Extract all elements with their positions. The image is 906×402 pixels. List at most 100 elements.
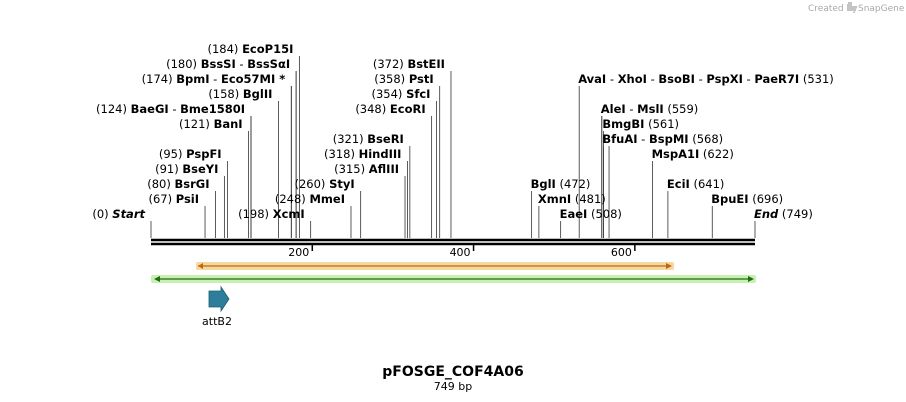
site-label-part: BsrGI — [175, 177, 210, 191]
site-label-part: BseYI — [182, 162, 218, 176]
site-label-xcmi[interactable]: (198) XcmI — [238, 207, 305, 221]
site-label-mspa1i[interactable]: MspA1I (622) — [652, 147, 734, 161]
site-label-psii[interactable]: (67) PsiI — [148, 192, 199, 206]
snapgene-branding: Created by SnapGene — [808, 2, 905, 14]
site-label-part: BseRI — [367, 132, 404, 146]
site-label-part: BpuEI — [711, 192, 748, 206]
site-label-part: MslI — [637, 102, 664, 116]
site-label-part: BglI — [531, 177, 556, 191]
plasmid-length: 749 bp — [434, 380, 472, 393]
site-label-bgli[interactable]: BglI (472) — [531, 177, 591, 191]
snapgene-logo-icon — [848, 2, 856, 11]
site-label-part: (95) — [159, 147, 186, 161]
site-label-part: - — [236, 57, 247, 71]
site-label-xmni[interactable]: XmnI (481) — [538, 192, 606, 206]
site-label-styi[interactable]: (260) StyI — [295, 177, 355, 191]
site-label-part: EcoP15I — [242, 42, 293, 56]
green-feature-bar — [151, 275, 756, 283]
ruler-tick-label: 200 — [288, 246, 309, 259]
site-label-part: (321) — [333, 132, 368, 146]
site-label-part: - — [210, 72, 221, 86]
site-label-ecop15i[interactable]: (184) EcoP15I — [207, 42, 293, 56]
site-label-part: MspA1I — [652, 147, 700, 161]
site-label-part: AleI — [601, 102, 626, 116]
site-label-part: BspMI — [649, 132, 689, 146]
site-label-bmgbi[interactable]: BmgBI (561) — [602, 117, 679, 131]
site-label-bpuei[interactable]: BpuEI (696) — [711, 192, 783, 206]
sequence-backbone — [151, 238, 755, 246]
site-label-pspfi[interactable]: (95) PspFI — [159, 147, 222, 161]
site-label-bfuai[interactable]: BfuAI - BspMI (568) — [602, 132, 723, 146]
site-label-part: (531) — [799, 72, 834, 86]
site-label-part: SfcI — [406, 87, 430, 101]
site-label-part: Bme1580I — [180, 102, 245, 116]
site-label-part: (481) — [571, 192, 606, 206]
site-label-part: (348) — [355, 102, 390, 116]
site-label-part: (354) — [371, 87, 406, 101]
site-label-ecii[interactable]: EciI (641) — [667, 177, 725, 191]
site-label-end[interactable]: End (749) — [754, 207, 813, 221]
site-label-bsssi[interactable]: (180) BssSI - BssSαI — [166, 57, 290, 71]
site-lines — [150, 56, 756, 238]
site-label-part: (315) — [334, 162, 369, 176]
site-label-mmei[interactable]: (248) MmeI — [275, 192, 345, 206]
site-label-hindiii[interactable]: (318) HindIII — [324, 147, 401, 161]
site-label-part: (121) — [179, 117, 214, 131]
site-label-part: BssSI — [201, 57, 236, 71]
site-label-part: (641) — [690, 177, 725, 191]
site-label-start[interactable]: (0) Start — [92, 207, 145, 221]
site-label-part: End — [754, 207, 779, 221]
site-label-part: (696) — [749, 192, 784, 206]
site-label-baegi[interactable]: (124) BaeGI - Bme1580I — [96, 102, 245, 116]
site-label-part: PspFI — [186, 147, 221, 161]
site-label-part: (80) — [147, 177, 174, 191]
site-label-part: - — [606, 72, 617, 86]
site-label-part: - — [169, 102, 180, 116]
site-label-part: BpmI — [176, 72, 209, 86]
site-label-part: - — [647, 72, 658, 86]
site-label-part: (372) — [373, 57, 408, 71]
site-label-part: AflIII — [369, 162, 399, 176]
site-label-bsrgi[interactable]: (80) BsrGI — [147, 177, 209, 191]
site-label-part: XmnI — [538, 192, 571, 206]
site-label-part: BstEII — [407, 57, 445, 71]
site-label-part: - — [695, 72, 706, 86]
feature-label: attB2 — [202, 315, 232, 328]
site-label-part: EaeI — [560, 207, 588, 221]
site-label-part: EciI — [667, 177, 690, 191]
site-label-eaei[interactable]: EaeI (508) — [560, 207, 622, 221]
orange-feature-bar — [196, 262, 674, 270]
site-label-part: PsiI — [176, 192, 199, 206]
site-label-bsteii[interactable]: (372) BstEII — [373, 57, 445, 71]
site-label-part: BmgBI — [602, 117, 644, 131]
site-label-avai[interactable]: AvaI - XhoI - BsoBI - PspXI - PaeR7I (53… — [578, 72, 834, 86]
site-label-alei[interactable]: AleI - MslI (559) — [601, 102, 699, 116]
site-label-part: (622) — [699, 147, 734, 161]
site-label-part: BssSαI — [247, 57, 290, 71]
site-label-part: BglII — [243, 87, 273, 101]
site-label-ecori[interactable]: (348) EcoRI — [355, 102, 425, 116]
site-label-bglii[interactable]: (158) BglII — [208, 87, 272, 101]
site-label-part: (174) — [142, 72, 177, 86]
site-label-bani[interactable]: (121) BanI — [179, 117, 243, 131]
branding-created-by: Created by — [808, 4, 858, 14]
site-label-part: (198) — [238, 207, 273, 221]
site-label-part: - — [626, 102, 637, 116]
site-label-part: (568) — [689, 132, 724, 146]
site-label-part: (508) — [587, 207, 622, 221]
site-label-sfci[interactable]: (354) SfcI — [371, 87, 430, 101]
site-label-part: HindIII — [359, 147, 402, 161]
site-label-part: PspXI — [706, 72, 742, 86]
site-label-part: (260) — [295, 177, 330, 191]
site-label-psti[interactable]: (358) PstI — [374, 72, 433, 86]
site-label-part: (472) — [556, 177, 591, 191]
plasmid-name: pFOSGE_COF4A06 — [382, 364, 523, 380]
site-label-part: (749) — [778, 207, 813, 221]
site-label-afliii[interactable]: (315) AflIII — [334, 162, 399, 176]
site-label-bpmi[interactable]: (174) BpmI - Eco57MI * — [142, 72, 286, 86]
site-label-bseyi[interactable]: (91) BseYI — [155, 162, 218, 176]
attb2-feature[interactable]: attB2 — [202, 285, 232, 328]
site-label-bseri[interactable]: (321) BseRI — [333, 132, 404, 146]
